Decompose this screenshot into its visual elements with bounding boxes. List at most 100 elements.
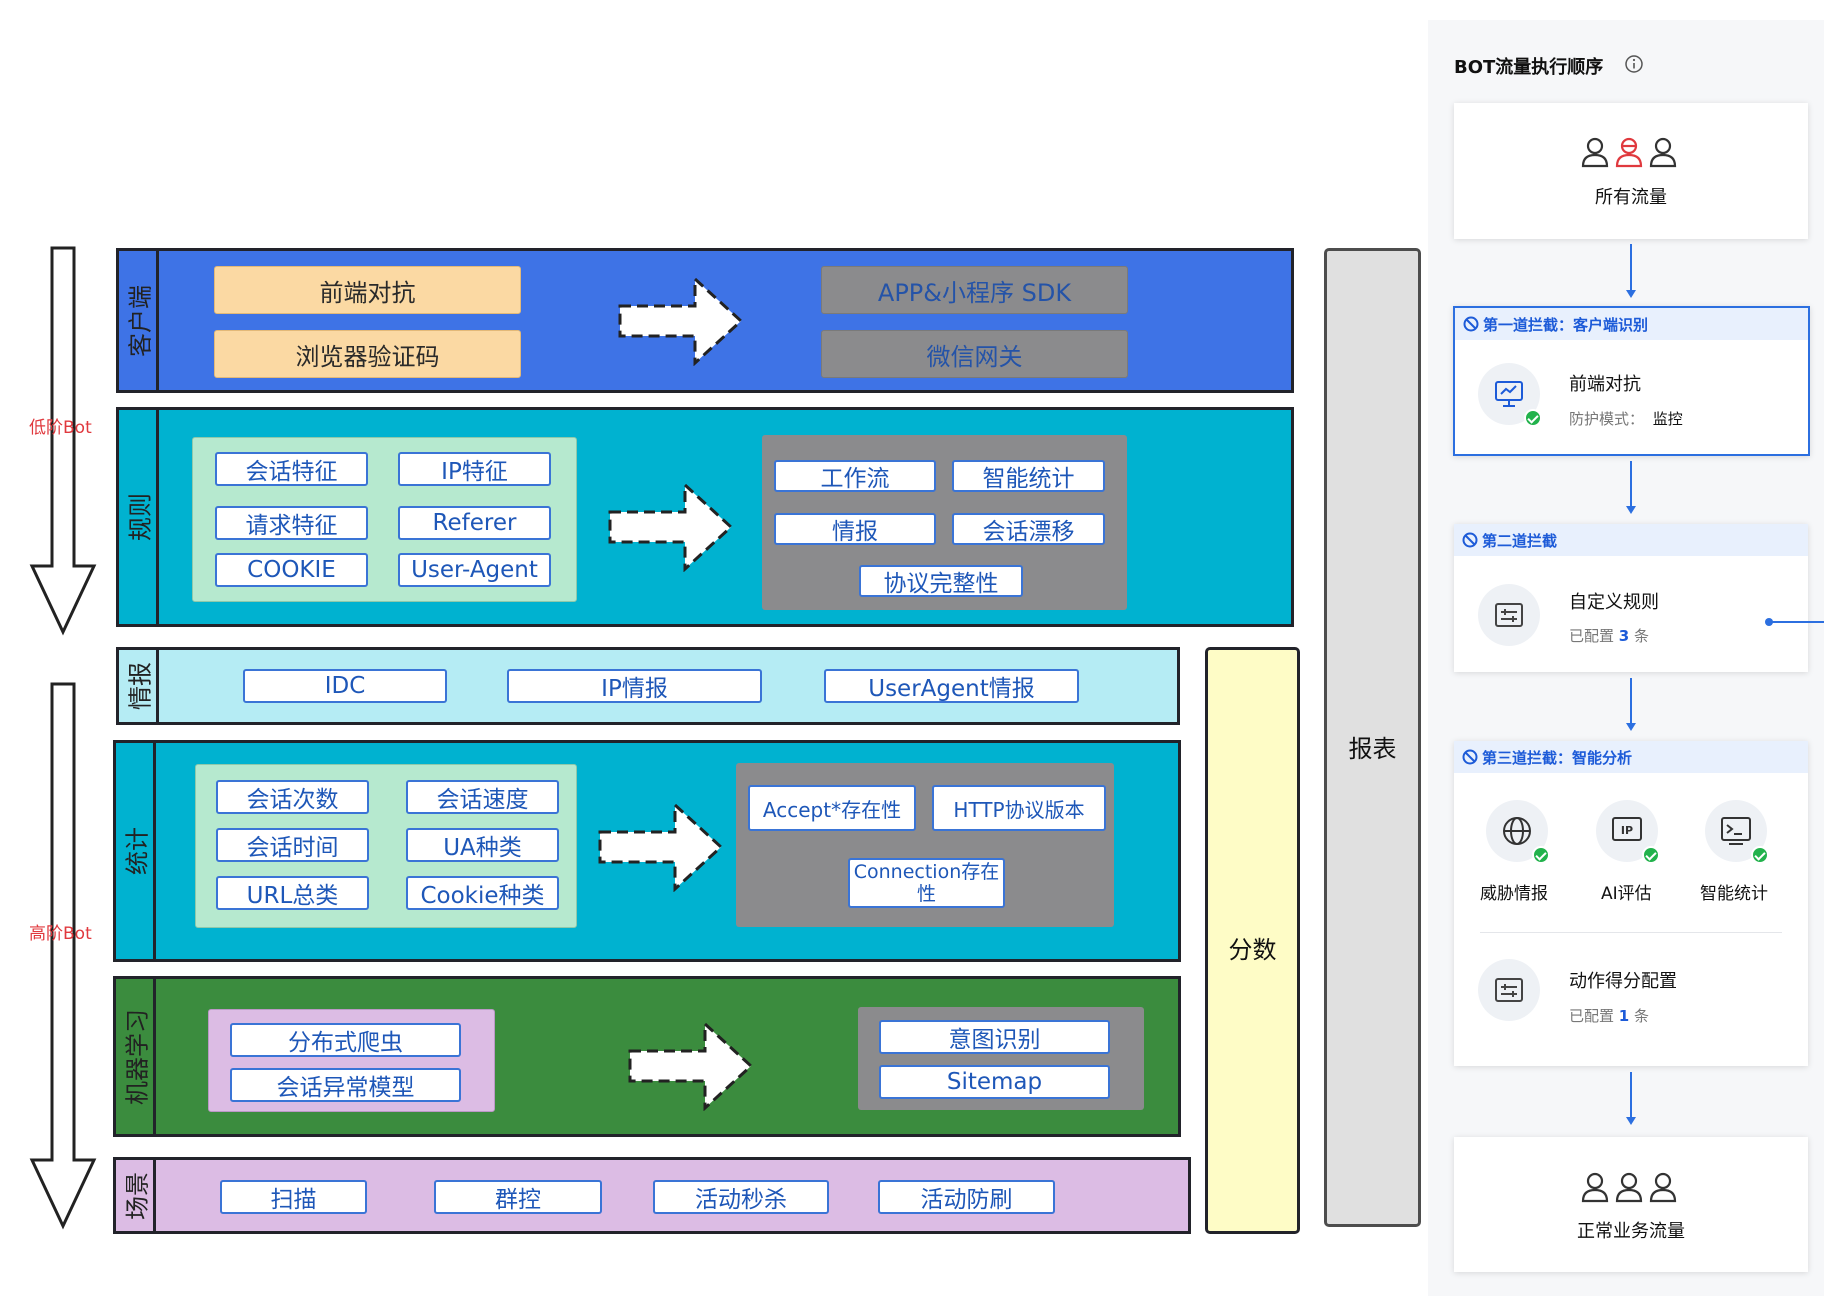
ip-icon: IP	[1612, 817, 1642, 841]
stage3-configured-suffix: 条	[1634, 1007, 1650, 1025]
client-right-item: 微信网关	[821, 330, 1128, 378]
stage3-action-title: 动作得分配置	[1569, 971, 1677, 992]
flow-connector	[1630, 678, 1632, 725]
ml-right-item: Sitemap	[879, 1065, 1110, 1099]
ai-eval-icon-wrap[interactable]: IP	[1596, 800, 1660, 864]
block-icon	[1463, 316, 1479, 332]
all-traffic-card: 所有流量	[1454, 103, 1808, 239]
stats-left-item: 会话速度	[406, 780, 559, 814]
stats-left-item: 会话次数	[216, 780, 369, 814]
rules-row: 规则 会话特征 IP特征 请求特征 Referer COOKIE User-Ag…	[116, 407, 1294, 627]
sliders-icon	[1495, 603, 1523, 627]
stage3-card: 第三道拦截：智能分析 威胁情报 IP AI评估 智能统计	[1454, 741, 1808, 1066]
stage1-header-text: 第一道拦截：客户端识别	[1483, 315, 1649, 334]
ml-flow-arrow	[628, 1021, 754, 1111]
stats-left-item: UA种类	[406, 828, 559, 862]
flow-connector	[1630, 1072, 1632, 1119]
flow-connector-head	[1626, 723, 1636, 731]
stage3-configured-count[interactable]: 1	[1618, 1007, 1630, 1025]
ml-row-side: 机器学习	[116, 979, 156, 1134]
stats-flow-arrow	[598, 802, 724, 892]
ml-left-item: 分布式爬虫	[230, 1023, 461, 1057]
smart-stats-icon-wrap[interactable]	[1705, 800, 1769, 864]
normal-traffic-label: 正常业务流量	[1577, 1221, 1685, 1242]
threat-intel-icon-wrap[interactable]	[1486, 800, 1550, 864]
all-traffic-label: 所有流量	[1595, 187, 1667, 208]
block-icon	[1462, 532, 1478, 548]
scene-item: 活动秒杀	[653, 1180, 829, 1214]
stage2-configured-suffix: 条	[1634, 627, 1650, 645]
client-flow-arrow	[618, 276, 744, 366]
stats-left-item: Cookie种类	[406, 876, 559, 910]
users-icon	[1581, 137, 1677, 168]
check-icon	[1532, 846, 1550, 864]
stats-row-label: 统计	[123, 827, 151, 875]
intel-item: IP情报	[507, 669, 762, 703]
ml-row: 机器学习 分布式爬虫 会话异常模型 意图识别 Sitemap	[113, 976, 1181, 1137]
info-icon[interactable]	[1624, 54, 1644, 74]
intel-row-label: 情报	[126, 662, 154, 710]
report-label: 报表	[1348, 735, 1397, 763]
stats-left-item: URL总类	[216, 876, 369, 910]
low-bot-label: 低阶Bot	[29, 418, 92, 438]
stage1-card: 第一道拦截：客户端识别 前端对抗 防护模式： 监控	[1453, 306, 1810, 456]
client-left-item: 前端对抗	[214, 266, 521, 314]
scene-row-side: 场景	[116, 1160, 156, 1231]
stats-left-item: 会话时间	[216, 828, 369, 862]
report-column: 报表	[1324, 248, 1421, 1227]
stage2-configured-count[interactable]: 3	[1618, 627, 1630, 645]
rules-right-item: 智能统计	[952, 460, 1105, 492]
stage3-item-label: 智能统计	[1700, 884, 1768, 904]
rules-row-label: 规则	[126, 493, 154, 541]
stage3-item-label: AI评估	[1601, 884, 1652, 904]
flow-connector-head	[1626, 1117, 1636, 1125]
rules-right-item: 情报	[774, 513, 936, 545]
rules-left-item: Referer	[398, 506, 551, 540]
score-label: 分数	[1228, 936, 1277, 964]
rules-left-item: User-Agent	[398, 553, 551, 587]
stats-right-item: Connection存在性	[848, 858, 1005, 908]
block-icon	[1462, 749, 1478, 765]
stage2-item-title: 自定义规则	[1569, 592, 1659, 613]
flow-title-text: BOT流量执行顺序	[1454, 57, 1604, 78]
globe-icon	[1503, 817, 1531, 845]
high-bot-label: 高阶Bot	[29, 924, 92, 944]
users-icon	[1581, 1172, 1677, 1203]
scene-item: 扫描	[220, 1180, 367, 1214]
rules-right-item: 会话漂移	[952, 513, 1105, 545]
stage1-mode-label: 防护模式：	[1569, 410, 1645, 428]
client-row: 客户端 前端对抗 浏览器验证码 APP&小程序 SDK 微信网关	[116, 248, 1294, 393]
ml-row-label: 机器学习	[123, 1008, 151, 1105]
stats-left-group: 会话次数 会话速度 会话时间 UA种类 URL总类 Cookie种类	[195, 764, 577, 928]
flow-connector	[1630, 244, 1632, 290]
stage1-icon-wrap	[1478, 363, 1542, 427]
check-icon	[1642, 846, 1660, 864]
stage1-mode-value[interactable]: 监控	[1652, 410, 1683, 428]
sliders-icon	[1495, 978, 1523, 1002]
stage2-card: 第二道拦截 自定义规则 已配置 3 条	[1454, 524, 1808, 672]
scene-item: 活动防刷	[878, 1180, 1055, 1214]
ml-left-item: 会话异常模型	[230, 1068, 461, 1102]
stats-right-group: Accept*存在性 HTTP协议版本 Connection存在性	[736, 763, 1114, 927]
client-row-side: 客户端	[119, 251, 159, 390]
stage3-configured-prefix: 已配置	[1569, 1007, 1615, 1025]
scene-row: 场景 扫描 群控 活动秒杀 活动防刷	[113, 1157, 1191, 1234]
client-right-item: APP&小程序 SDK	[821, 266, 1128, 314]
rules-left-item: 请求特征	[215, 506, 368, 540]
rules-left-item: COOKIE	[215, 553, 368, 587]
rules-flow-arrow	[608, 482, 734, 572]
rules-left-item: 会话特征	[215, 452, 368, 486]
stage3-configured: 已配置 1 条	[1569, 1005, 1649, 1026]
intel-item: IDC	[243, 669, 447, 703]
flow-connector-head	[1626, 290, 1636, 298]
rules-right-item: 协议完整性	[859, 565, 1023, 597]
stage3-header: 第三道拦截：智能分析	[1454, 741, 1808, 773]
rules-row-side: 规则	[119, 410, 159, 624]
stage2-side-dot	[1765, 618, 1773, 626]
stage2-header: 第二道拦截	[1454, 524, 1808, 556]
stats-right-item: Accept*存在性	[748, 785, 916, 831]
stats-row: 统计 会话次数 会话速度 会话时间 UA种类 URL总类 Cookie种类 Ac…	[113, 740, 1181, 962]
stage3-divider	[1480, 932, 1782, 933]
rules-right-group: 工作流 智能统计 情报 会话漂移 协议完整性	[762, 435, 1127, 610]
client-left-item: 浏览器验证码	[214, 330, 521, 378]
